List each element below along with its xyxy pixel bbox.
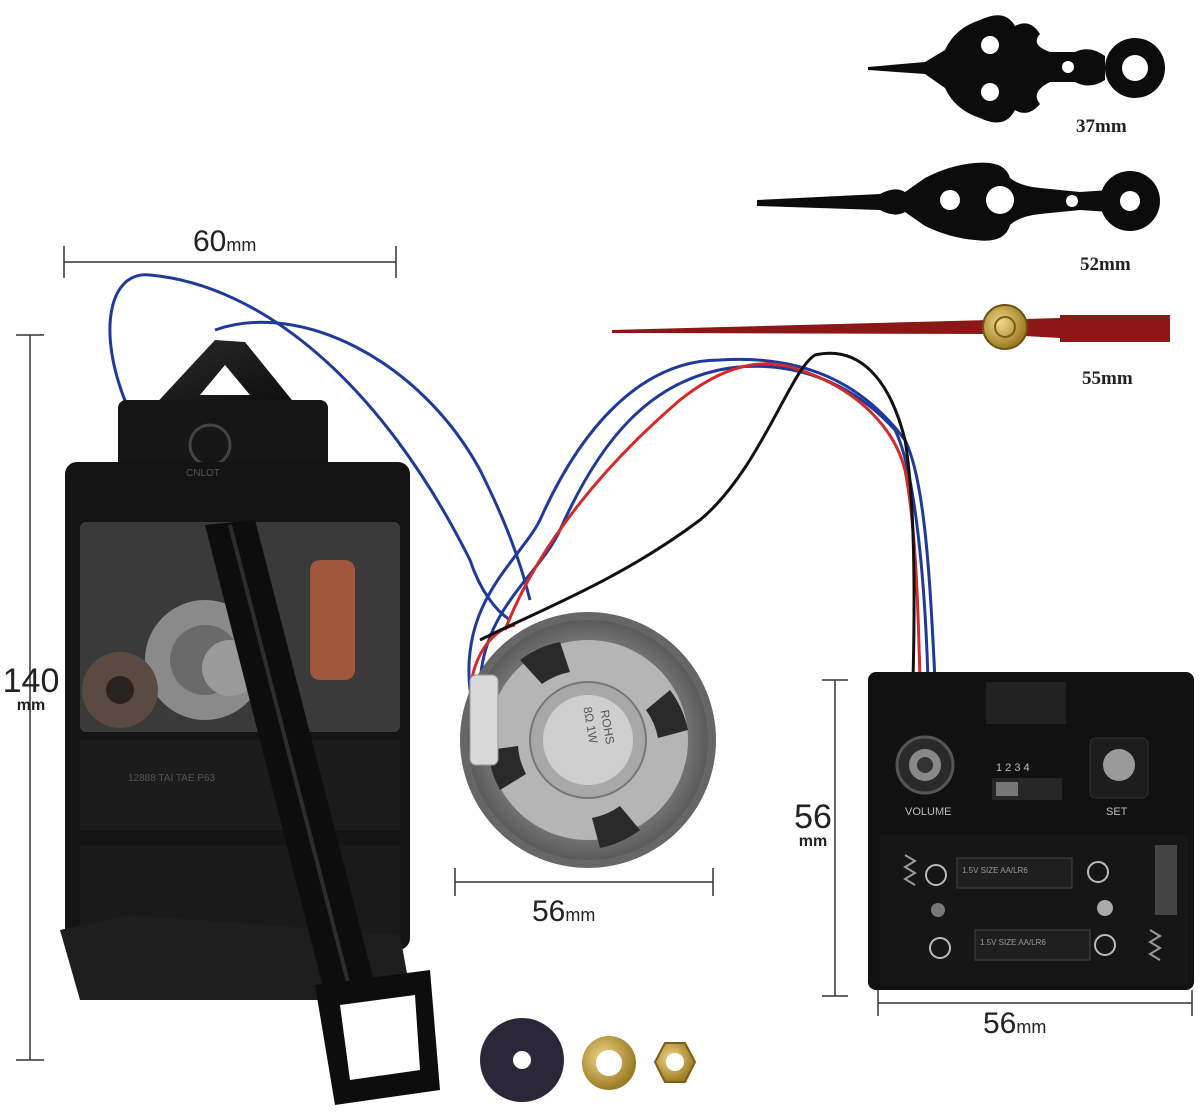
movement-brand-label: CNLOT: [186, 468, 220, 479]
second-hand-length-label: 55mm: [1082, 368, 1133, 390]
wires: [108, 273, 937, 701]
value: 60: [193, 225, 227, 258]
movement-height-label: 140 mm: [0, 664, 62, 714]
unit: mm: [16, 697, 46, 714]
speaker-diameter-label: 56mm: [532, 895, 595, 929]
unit: mm: [1099, 254, 1131, 275]
unit: mm: [226, 235, 257, 255]
unit: mm: [798, 833, 828, 850]
unit: mm: [1095, 116, 1127, 137]
minute-hand-length-label: 52mm: [1080, 254, 1131, 276]
battery-label-2: 1.5V SIZE AA/LR6: [980, 938, 1046, 947]
value: 56: [794, 798, 832, 836]
switch-numbers-label: 1 2 3 4: [996, 762, 1030, 774]
value: 56: [532, 895, 566, 928]
value: 37: [1076, 116, 1095, 137]
hour-hand-length-label: 37mm: [1076, 116, 1127, 138]
hardware-parts: [480, 1018, 697, 1102]
volume-label: VOLUME: [905, 806, 952, 818]
dimension-lines: [16, 246, 1193, 1061]
hour-hand: [868, 15, 1165, 123]
value: 140: [2, 662, 60, 700]
module-height-label: 56 mm: [788, 800, 838, 850]
unit: mm: [1101, 368, 1133, 389]
value: 55: [1082, 368, 1101, 389]
movement-code-label: 12888 TAI TAE P63: [128, 773, 216, 784]
battery-label-1: 1.5V SIZE AA/LR6: [962, 866, 1028, 875]
speaker: [460, 612, 716, 868]
value: 56: [983, 1007, 1017, 1040]
control-module: [868, 672, 1194, 990]
unit: mm: [1016, 1017, 1047, 1037]
unit: mm: [565, 905, 596, 925]
movement-width-label: 60mm: [193, 225, 256, 259]
pendulum-movement: [60, 340, 440, 1105]
set-label: SET: [1106, 806, 1128, 818]
minute-hand: [757, 162, 1160, 241]
module-width-label: 56mm: [983, 1007, 1046, 1041]
value: 52: [1080, 254, 1099, 275]
second-hand: [612, 304, 1170, 350]
